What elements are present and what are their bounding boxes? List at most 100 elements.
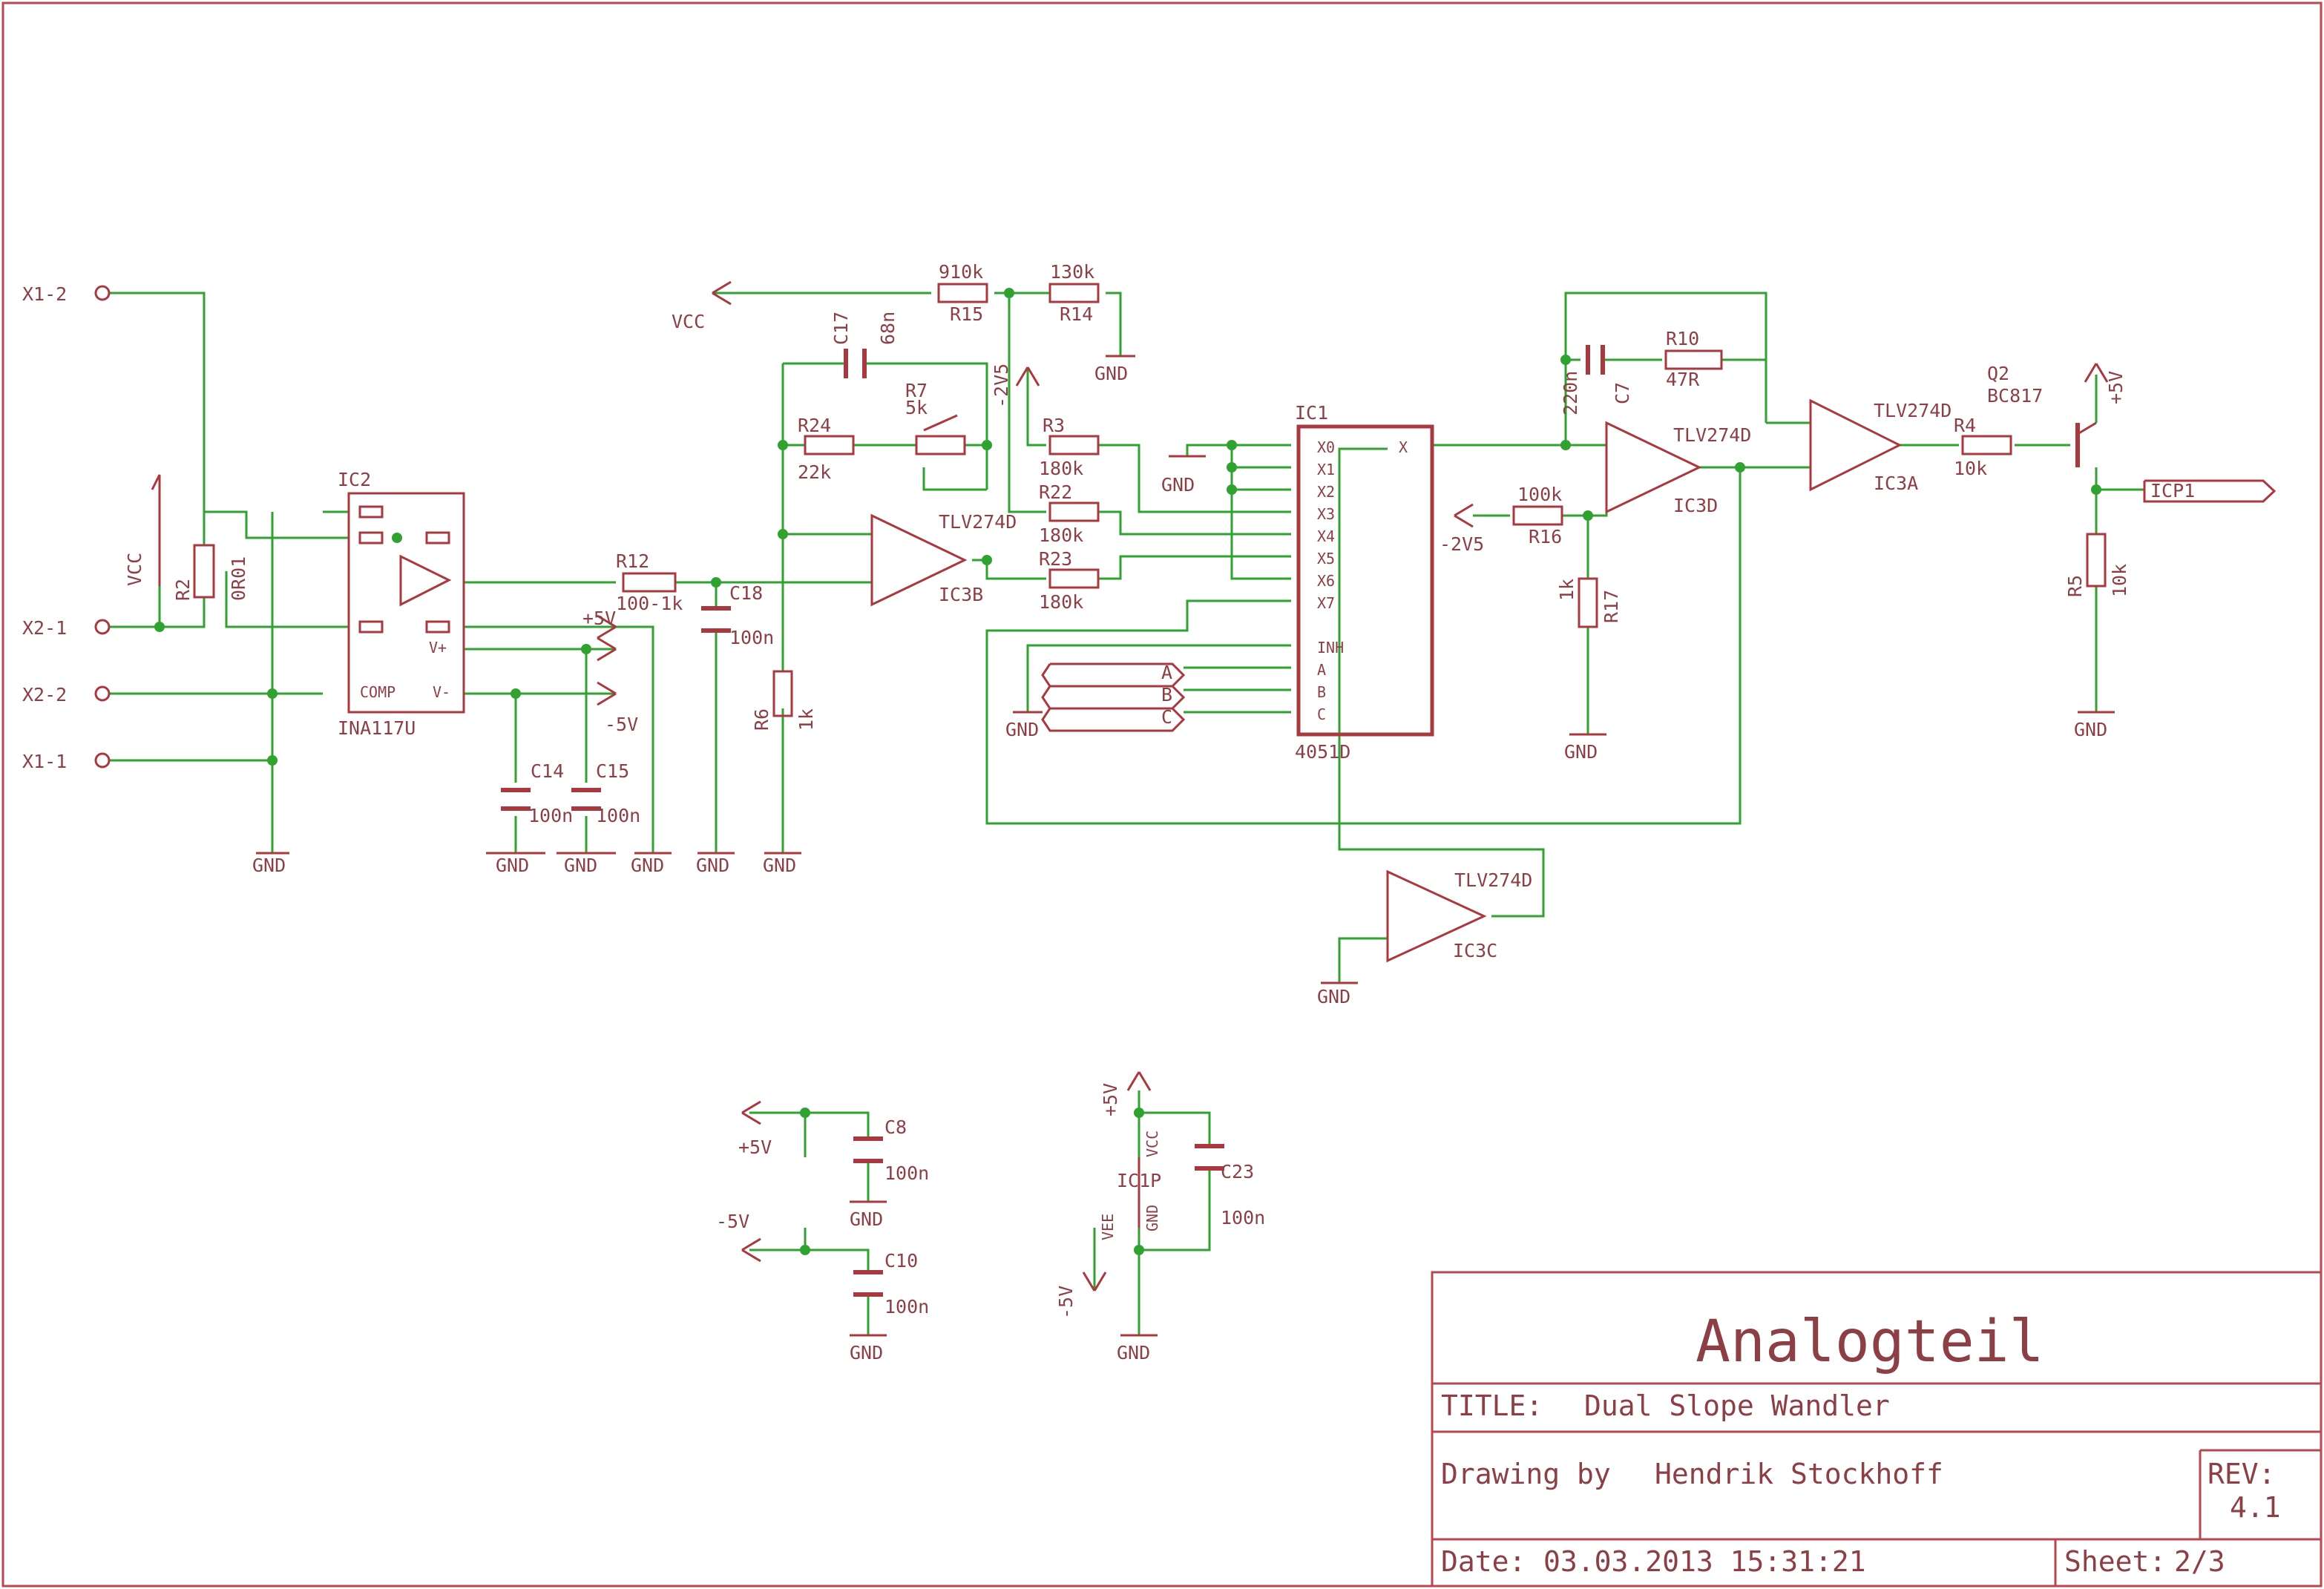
c23-value: 100n (1221, 1207, 1265, 1228)
ic3c-name: IC3C (1453, 940, 1497, 961)
net-m2v5-top: -2V5 (991, 363, 1012, 408)
sheet-value: 2/3 (2174, 1545, 2225, 1578)
sheet-heading: Analogteil (1696, 1309, 2044, 1375)
net-m5v-ina: -5V (605, 714, 638, 735)
net-p5v-ic1p: +5V (1100, 1083, 1121, 1116)
net-labels: VCC VCC +5V -5V -2V5 -2V5 +5V +5V -5V +5… (124, 311, 2127, 1363)
drawn-by-label: Drawing by (1441, 1458, 1611, 1490)
gnd-label: GND (763, 855, 796, 876)
ic1-value: 4051D (1295, 741, 1350, 763)
r24-name: R24 (798, 415, 831, 436)
c17-name: C17 (830, 312, 852, 345)
ic1-pin-b: B (1317, 683, 1326, 701)
c8-value: 100n (884, 1162, 929, 1184)
title-block (1431, 1271, 2323, 1588)
r4-value: 10k (1954, 458, 1987, 479)
ic3a-value: TLV274D (1874, 400, 1952, 421)
net-p5v-ina: +5V (582, 608, 616, 629)
ic1-pin-x5: X5 (1317, 550, 1335, 568)
gnd-label: GND (1094, 363, 1128, 384)
r15-name: R15 (950, 303, 983, 325)
r17-name: R17 (1601, 590, 1622, 623)
c15-name: C15 (596, 760, 629, 782)
ic2-value: INA117U (338, 717, 416, 739)
gnd-label: GND (850, 1342, 883, 1363)
ic1-pin-x4: X4 (1317, 527, 1335, 545)
c15-value: 100n (596, 805, 640, 826)
r23-name: R23 (1039, 548, 1072, 570)
r23-value: 180k (1039, 591, 1083, 613)
ic1p-pin-vcc: VCC (1143, 1131, 1161, 1157)
gnd-label: GND (631, 855, 664, 876)
net-p5v-c8: +5V (738, 1136, 772, 1158)
r22-name: R22 (1039, 481, 1072, 503)
ic2-pin-comp: COMP (360, 683, 395, 701)
junctions (154, 288, 2101, 1255)
r4-name: R4 (1954, 415, 1976, 436)
r14-name: R14 (1060, 303, 1093, 325)
r6-name: R6 (751, 708, 772, 731)
ic2-pin-vplus: V+ (429, 639, 447, 657)
q2-value: BC817 (1987, 385, 2043, 407)
mux-label-c: C (1161, 706, 1172, 728)
c10-name: C10 (884, 1250, 918, 1271)
c18-value: 100n (729, 627, 774, 648)
gnd-label: GND (496, 855, 529, 876)
connector-x2-1: X2-1 (22, 617, 67, 639)
r6-value: 1k (795, 708, 817, 731)
r14-value: 130k (1050, 261, 1094, 283)
r12-value: 100-1k (616, 593, 683, 614)
net-vcc: VCC (672, 311, 705, 332)
r2-value: 0R01 (228, 556, 249, 601)
c8-name: C8 (884, 1116, 907, 1138)
ic1-pin-x: X (1399, 438, 1408, 456)
gnd-label: GND (252, 855, 286, 876)
ic1-pin-x2: X2 (1317, 483, 1335, 501)
c7-name: C7 (1612, 382, 1633, 404)
net-m5v-ic1p: -5V (1055, 1286, 1077, 1319)
ic1-pin-x7: X7 (1317, 594, 1335, 612)
c18-name: C18 (729, 582, 763, 604)
r5-name: R5 (2064, 575, 2086, 597)
icp1-name: ICP1 (2150, 480, 2195, 501)
q2-name: Q2 (1987, 363, 2009, 384)
author: Hendrik Stockhoff (1655, 1458, 1943, 1490)
r17-value: 1k (1556, 579, 1578, 601)
part-labels: IC2 INA117U COMP V+ V- R2 0R01 R12 100-1… (172, 261, 2195, 1317)
r3-value: 180k (1039, 458, 1083, 479)
mux-label-b: B (1161, 684, 1172, 705)
title-value: Dual Slope Wandler (1584, 1389, 1890, 1422)
rev-value: 4.1 (2230, 1491, 2281, 1524)
rev-label: REV: (2208, 1458, 2276, 1490)
sheet-label: Sheet: (2064, 1545, 2166, 1578)
gnd-label: GND (1564, 741, 1598, 763)
r15-value: 910k (939, 261, 983, 283)
ic2-pin-vminus: V- (433, 683, 450, 701)
net-m5v-c10: -5V (716, 1211, 749, 1232)
r7-value: 5k (905, 397, 928, 418)
r22-value: 180k (1039, 524, 1083, 546)
c14-value: 100n (528, 805, 573, 826)
connector-x1-2: X1-2 (22, 283, 67, 305)
gnd-label: GND (850, 1208, 883, 1230)
r10-name: R10 (1666, 328, 1699, 349)
title-block-text: Analogteil TITLE: Dual Slope Wandler Dra… (1441, 1309, 2281, 1578)
ic2-name: IC2 (338, 469, 371, 490)
c10-value: 100n (884, 1296, 929, 1317)
connector-labels: X1-2 X2-1 X2-2 X1-1 (22, 283, 67, 772)
gnd-label: GND (2074, 719, 2107, 740)
r16-name: R16 (1529, 526, 1562, 547)
ic3c-value: TLV274D (1454, 869, 1532, 891)
gnd-label: GND (564, 855, 597, 876)
ic3b-name: IC3B (939, 584, 983, 605)
r7-name: R7 (905, 380, 928, 401)
gnd-label: GND (1117, 1342, 1150, 1363)
ic3a-name: IC3A (1874, 473, 1918, 494)
net-m2v5: -2V5 (1440, 533, 1484, 555)
c7-value: 220n (1560, 371, 1581, 415)
r2-name: R2 (172, 579, 194, 601)
net-vcc-r2: VCC (124, 553, 145, 586)
ic3d-name: IC3D (1673, 495, 1718, 516)
mux-label-a: A (1161, 662, 1172, 683)
